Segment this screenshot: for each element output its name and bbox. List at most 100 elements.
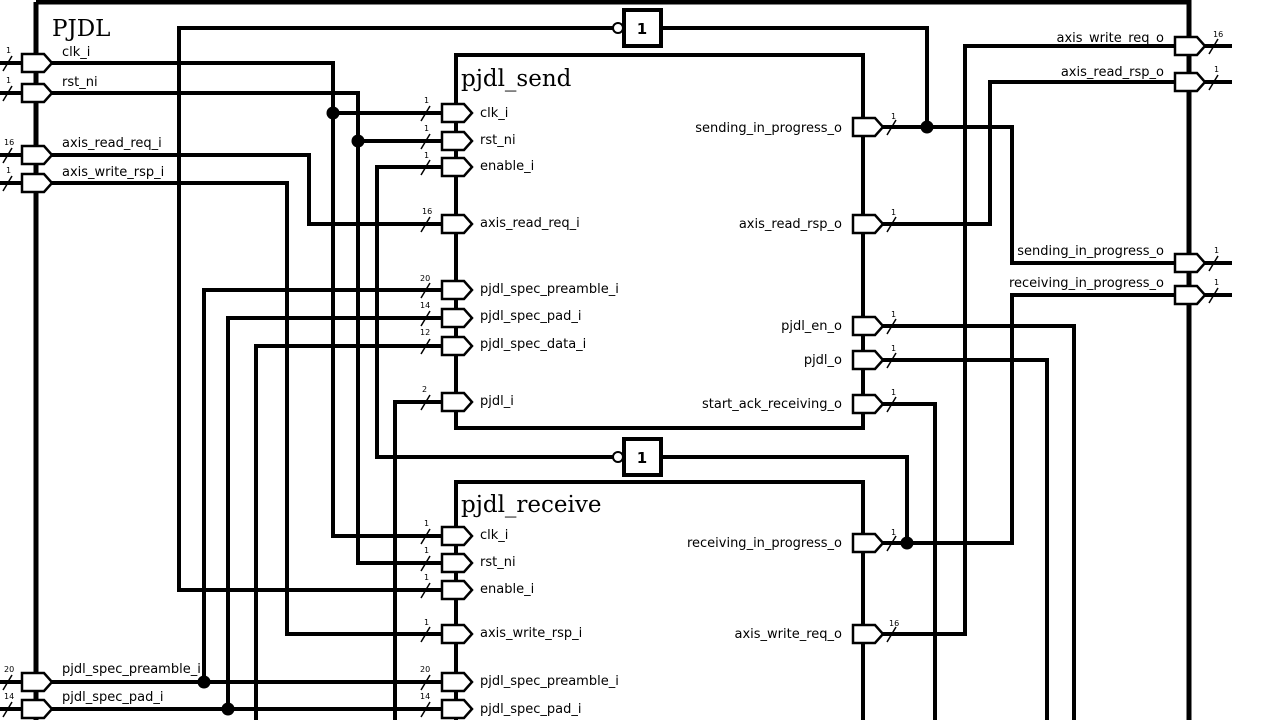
send-input-pjdl-spec-data-i[interactable]: 12 pjdl_spec_data_i [420, 328, 586, 357]
top-input-rst-ni[interactable]: 1 rst_ni [2, 75, 98, 104]
top-input-pjdl-spec-pad-i[interactable]: 14 pjdl_spec_pad_i [2, 690, 163, 720]
svg-text:1: 1 [891, 208, 896, 217]
port-label: pjdl_spec_pad_i [480, 702, 581, 717]
svg-text:1: 1 [1214, 246, 1219, 255]
junction-rst [351, 134, 365, 148]
pjdl-receive-block[interactable] [454, 480, 865, 720]
port-label: clk_i [480, 528, 508, 543]
wires [0, 26, 1232, 720]
receive-input-pjdl-spec-pad-i[interactable]: 14 pjdl_spec_pad_i [420, 692, 581, 720]
svg-text:1: 1 [891, 388, 896, 397]
receive-input-pjdl-spec-preamble-i[interactable]: 20 pjdl_spec_preamble_i [420, 665, 619, 693]
svg-text:1: 1 [424, 124, 429, 133]
svg-text:1: 1 [891, 112, 896, 121]
port-label: receiving_in_progress_o [687, 536, 842, 551]
port-label: axis_read_req_i [480, 216, 580, 231]
inverter-label: 1 [637, 449, 647, 467]
send-output-sending-in-progress-o[interactable]: 1 sending_in_progress_o [695, 112, 897, 138]
svg-text:1: 1 [1214, 278, 1219, 287]
top-output-sending-in-progress-o[interactable]: 1 sending_in_progress_o [1017, 244, 1219, 274]
pjdl-module-frame [36, 0, 1192, 720]
svg-text:16: 16 [422, 207, 432, 216]
top-input-axis-write-rsp-i[interactable]: 1 axis_write_rsp_i [2, 165, 164, 194]
port-label: pjdl_spec_preamble_i [62, 662, 201, 677]
port-label: axis_read_rsp_o [739, 217, 842, 232]
inverter-gate-receiving[interactable]: 1 [612, 437, 663, 477]
port-label: pjdl_en_o [781, 319, 842, 334]
port-label: axis_write_req_o [1057, 31, 1165, 46]
junction-clk [326, 106, 340, 120]
top-output-receiving-in-progress-o[interactable]: 1 receiving_in_progress_o [1009, 276, 1219, 306]
svg-text:1: 1 [424, 96, 429, 105]
junctions [197, 106, 934, 716]
send-input-clk-i[interactable]: 1 clk_i [420, 96, 508, 124]
svg-text:16: 16 [889, 619, 899, 628]
port-label: axis_write_req_o [735, 627, 843, 642]
top-output-axis-read-rsp-o[interactable]: 1 axis_read_rsp_o [1061, 65, 1219, 93]
top-input-axis-read-req-i[interactable]: 16 axis_read_req_i [2, 136, 162, 166]
port-label: pjdl_spec_data_i [480, 337, 586, 352]
junction-preamble [197, 675, 211, 689]
top-input-pjdl-spec-preamble-i[interactable]: 20 pjdl_spec_preamble_i [2, 662, 201, 693]
send-output-pjdl-o[interactable]: 1 pjdl_o [804, 344, 897, 371]
pjdl-send-title: pjdl_send [461, 66, 572, 92]
send-input-pjdl-spec-preamble-i[interactable]: 20 pjdl_spec_preamble_i [420, 274, 619, 301]
send-input-pjdl-i[interactable]: 2 pjdl_i [420, 385, 514, 413]
port-label: pjdl_spec_preamble_i [480, 282, 619, 297]
junction-receiving [900, 536, 914, 550]
svg-text:16: 16 [1213, 30, 1223, 39]
send-input-axis-read-req-i[interactable]: 16 axis_read_req_i [420, 207, 580, 235]
svg-text:14: 14 [420, 301, 430, 310]
svg-text:1: 1 [891, 528, 896, 537]
svg-text:1: 1 [6, 46, 11, 55]
junction-pad [221, 702, 235, 716]
pjdl-send-block[interactable] [454, 53, 865, 430]
svg-text:1: 1 [424, 618, 429, 627]
send-input-enable-i[interactable]: 1 enable_i [420, 151, 534, 178]
port-label: axis_write_rsp_i [62, 165, 164, 180]
top-input-clk-i[interactable]: 1 clk_i [2, 45, 90, 74]
port-label: pjdl_spec_pad_i [62, 690, 163, 705]
port-label: clk_i [62, 45, 90, 60]
port-label: enable_i [480, 159, 534, 174]
svg-text:1: 1 [891, 310, 896, 319]
receive-input-clk-i[interactable]: 1 clk_i [420, 519, 508, 547]
svg-text:1: 1 [424, 546, 429, 555]
port-label: sending_in_progress_o [695, 121, 842, 136]
send-output-axis-read-rsp-o[interactable]: 1 axis_read_rsp_o [739, 208, 897, 235]
port-label: axis_read_rsp_o [1061, 65, 1164, 80]
receive-output-receiving-in-progress-o[interactable]: 1 receiving_in_progress_o [687, 528, 897, 554]
svg-text:1: 1 [891, 344, 896, 353]
port-label: pjdl_spec_preamble_i [480, 674, 619, 689]
junction-sending [920, 120, 934, 134]
svg-text:20: 20 [420, 274, 430, 283]
send-input-rst-ni[interactable]: 1 rst_ni [420, 124, 516, 152]
svg-text:12: 12 [420, 328, 430, 337]
port-label: sending_in_progress_o [1017, 244, 1164, 259]
svg-text:2: 2 [422, 385, 427, 394]
send-output-pjdl-en-o[interactable]: 1 pjdl_en_o [781, 310, 897, 337]
send-input-pjdl-spec-pad-i[interactable]: 14 pjdl_spec_pad_i [420, 301, 581, 329]
port-label: axis_read_req_i [62, 136, 162, 151]
receive-output-axis-write-req-o[interactable]: 16 axis_write_req_o [735, 619, 900, 645]
top-output-axis-write-req-o[interactable]: 16 axis_write_req_o [1057, 30, 1224, 57]
port-label: pjdl_o [804, 353, 842, 368]
svg-text:1: 1 [424, 573, 429, 582]
send-output-start-ack-receiving-o[interactable]: 1 start_ack_receiving_o [702, 388, 897, 415]
port-label: rst_ni [62, 75, 98, 90]
port-label: pjdl_i [480, 394, 514, 409]
port-label: clk_i [480, 106, 508, 121]
inverter-gate-sending[interactable]: 1 [612, 8, 663, 48]
port-label: start_ack_receiving_o [702, 397, 842, 412]
port-label: enable_i [480, 582, 534, 597]
port-label: pjdl_spec_pad_i [480, 309, 581, 324]
svg-text:1: 1 [1214, 65, 1219, 74]
pjdl-title: PJDL [52, 16, 110, 42]
svg-text:1: 1 [6, 166, 11, 175]
svg-text:20: 20 [4, 665, 14, 674]
receive-input-enable-i[interactable]: 1 enable_i [420, 573, 534, 601]
receive-input-rst-ni[interactable]: 1 rst_ni [420, 546, 516, 574]
svg-text:1: 1 [424, 151, 429, 160]
receive-input-axis-write-rsp-i[interactable]: 1 axis_write_rsp_i [420, 618, 582, 645]
